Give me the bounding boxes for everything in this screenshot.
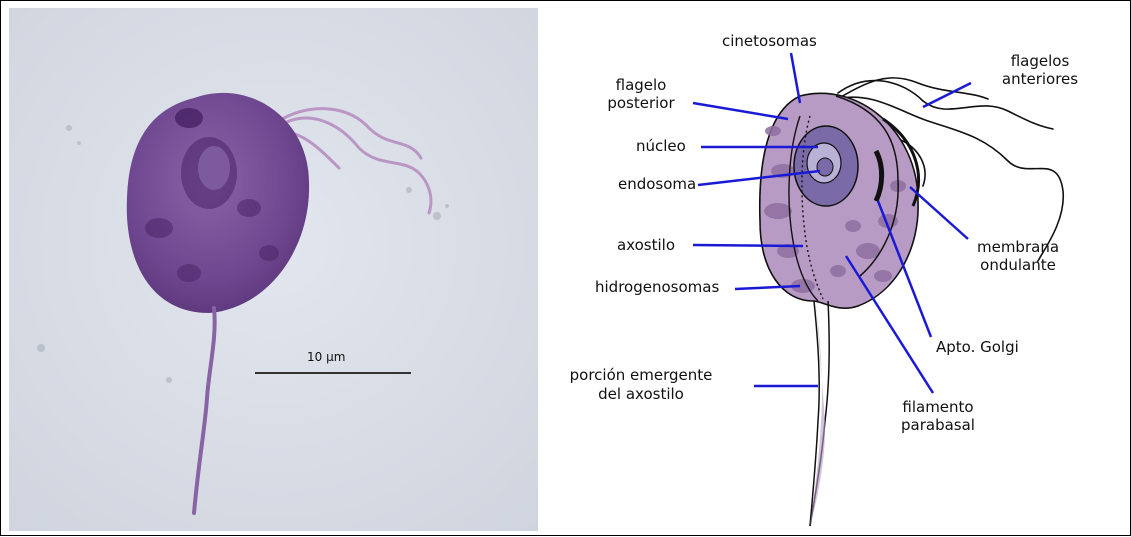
label-axostilo: axostilo	[617, 237, 675, 254]
label-membrana-ondulante-2: ondulante	[963, 257, 1073, 274]
micrograph-image	[9, 8, 538, 531]
label-filamento-parabasal-1: filamento	[883, 399, 993, 416]
label-apto-golgi: Apto. Golgi	[936, 339, 1019, 356]
label-flagelos-anteriores-1: flagelos	[985, 53, 1095, 70]
label-porcion-emergente-2: del axostilo	[546, 386, 736, 403]
label-flagelo-posterior-1: flagelo	[596, 77, 686, 94]
label-flagelo-posterior-2: posterior	[596, 95, 686, 112]
diagram-panel: cinetosomas flagelos anteriores flagelo …	[538, 1, 1131, 537]
label-endosoma: endosoma	[618, 176, 696, 193]
label-porcion-emergente-1: porción emergente	[546, 367, 736, 384]
label-flagelos-anteriores-2: anteriores	[985, 71, 1095, 88]
label-nucleo: núcleo	[636, 138, 686, 155]
label-cinetosomas: cinetosomas	[722, 33, 817, 50]
label-membrana-ondulante-1: membrana	[963, 239, 1073, 256]
label-hidrogenosomas: hidrogenosomas	[595, 279, 719, 296]
micrograph-panel: 10 µm	[9, 8, 538, 531]
label-filamento-parabasal-2: parabasal	[883, 417, 993, 434]
leader-flagelo-posterior	[693, 103, 788, 119]
leader-axostilo	[693, 245, 803, 246]
scale-bar-label: 10 µm	[307, 350, 345, 364]
leader-cinetosomas	[791, 53, 800, 103]
